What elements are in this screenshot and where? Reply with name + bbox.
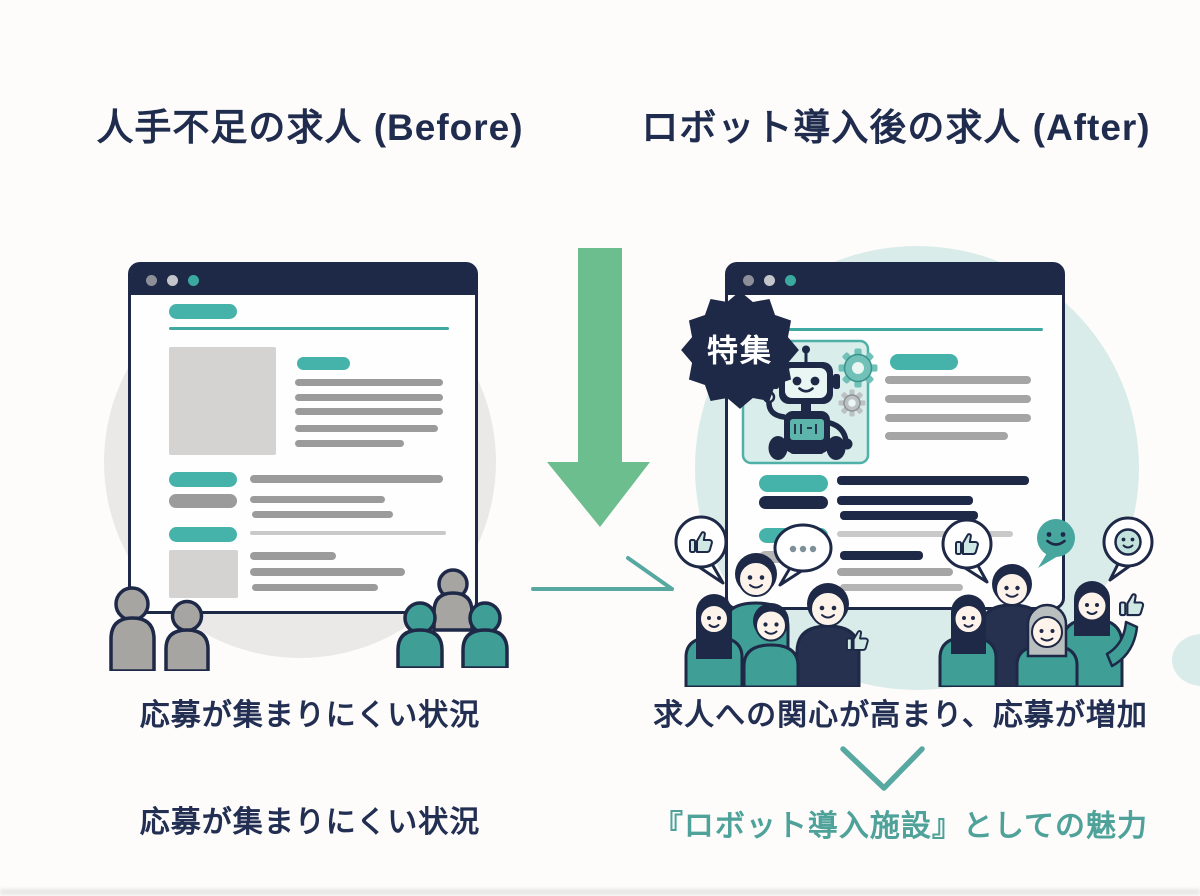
window-titlebar bbox=[728, 265, 1062, 295]
placeholder-text-line bbox=[252, 584, 378, 591]
few-applicants-icon bbox=[396, 568, 509, 668]
placeholder-text-line bbox=[250, 475, 443, 483]
placeholder-text-line bbox=[837, 476, 1029, 485]
corner-teal-circle bbox=[1172, 634, 1200, 686]
placeholder-text-line bbox=[295, 440, 404, 447]
placeholder-text-line bbox=[295, 408, 443, 415]
placeholder-text-line bbox=[252, 511, 393, 518]
placeholder-label-pill bbox=[169, 472, 237, 487]
placeholder-image bbox=[169, 347, 276, 455]
placeholder-label-pill bbox=[890, 354, 958, 370]
bottom-edge-artifact bbox=[0, 889, 1200, 895]
placeholder-text-line bbox=[840, 511, 978, 520]
placeholder-text-line bbox=[885, 376, 1031, 384]
gear-icon bbox=[838, 348, 878, 388]
placeholder-label-pill bbox=[759, 496, 828, 509]
person-icon bbox=[938, 594, 998, 687]
person-icon bbox=[795, 583, 869, 687]
placeholder-text-line bbox=[837, 531, 1013, 537]
down-arrow-icon bbox=[547, 248, 650, 527]
placeholder-divider bbox=[169, 327, 449, 330]
person-icon bbox=[170, 599, 204, 633]
featured-badge: 特集 bbox=[681, 291, 799, 409]
thumbs-up-bubble-icon bbox=[674, 515, 728, 585]
after-title: ロボット導入後の求人 (After) bbox=[641, 107, 1151, 148]
placeholder-text-line bbox=[295, 394, 443, 401]
few-applicants-icon bbox=[109, 586, 210, 671]
before-title: 人手不足の求人 (Before) bbox=[96, 107, 524, 148]
window-control-dot bbox=[146, 274, 157, 286]
gear-icon bbox=[838, 389, 866, 417]
before-job-posting-window bbox=[128, 262, 478, 614]
many-applicants-illustration bbox=[674, 515, 869, 687]
placeholder-text-line bbox=[295, 379, 443, 386]
speech-bubble-icon bbox=[773, 523, 833, 587]
person-icon bbox=[461, 601, 509, 668]
window-control-dot bbox=[743, 274, 754, 286]
placeholder-text-line bbox=[250, 552, 336, 560]
placeholder-text-line bbox=[885, 395, 1031, 403]
placeholder-text-line bbox=[250, 568, 405, 576]
placeholder-divider bbox=[761, 328, 1043, 331]
placeholder-text-line bbox=[837, 568, 953, 576]
window-control-dot bbox=[785, 274, 796, 286]
robot-icon bbox=[762, 345, 853, 460]
placeholder-text-line bbox=[250, 496, 385, 503]
window-control-dot bbox=[764, 274, 775, 286]
window-control-dot bbox=[188, 274, 199, 286]
window-control-dot bbox=[167, 274, 178, 286]
person-icon bbox=[396, 601, 444, 668]
placeholder-image bbox=[169, 550, 238, 598]
person-icon bbox=[432, 568, 474, 632]
placeholder-heading-pill bbox=[169, 304, 237, 319]
smiley-bubble-icon bbox=[1102, 516, 1154, 582]
placeholder-label-pill bbox=[759, 475, 828, 492]
featured-badge-label: 特集 bbox=[707, 333, 773, 368]
person-icon bbox=[684, 594, 744, 687]
placeholder-label-pill bbox=[297, 357, 350, 370]
placeholder-text-line bbox=[885, 414, 1031, 422]
thumbs-up-bubble-icon bbox=[941, 518, 993, 584]
placeholder-text-line bbox=[295, 425, 438, 432]
person-icon bbox=[1015, 603, 1079, 687]
placeholder-text-line bbox=[840, 551, 923, 560]
person-icon bbox=[114, 586, 150, 622]
before-status-caption: 応募が集まりにくい状況 bbox=[139, 699, 481, 732]
placeholder-label-pill bbox=[169, 494, 237, 508]
window-titlebar bbox=[131, 265, 475, 295]
placeholder-text-line bbox=[840, 584, 963, 591]
placeholder-text-line bbox=[250, 531, 446, 535]
right-arrow-icon bbox=[531, 556, 674, 591]
placeholder-text-line bbox=[837, 496, 973, 505]
after-status-caption: 求人への関心が高まり、応募が増加 bbox=[653, 699, 1148, 732]
placeholder-label-pill bbox=[169, 527, 237, 542]
placeholder-text-line bbox=[885, 432, 1008, 440]
person-icon bbox=[742, 603, 800, 687]
before-status-caption-repeat: 応募が集まりにくい状況 bbox=[139, 806, 481, 839]
chevron-down-icon bbox=[840, 746, 925, 791]
after-appeal-caption: 『ロボット導入施設』としての魅力 bbox=[652, 810, 1149, 843]
many-applicants-illustration bbox=[938, 516, 1154, 687]
smiley-bubble-icon bbox=[1037, 519, 1075, 568]
